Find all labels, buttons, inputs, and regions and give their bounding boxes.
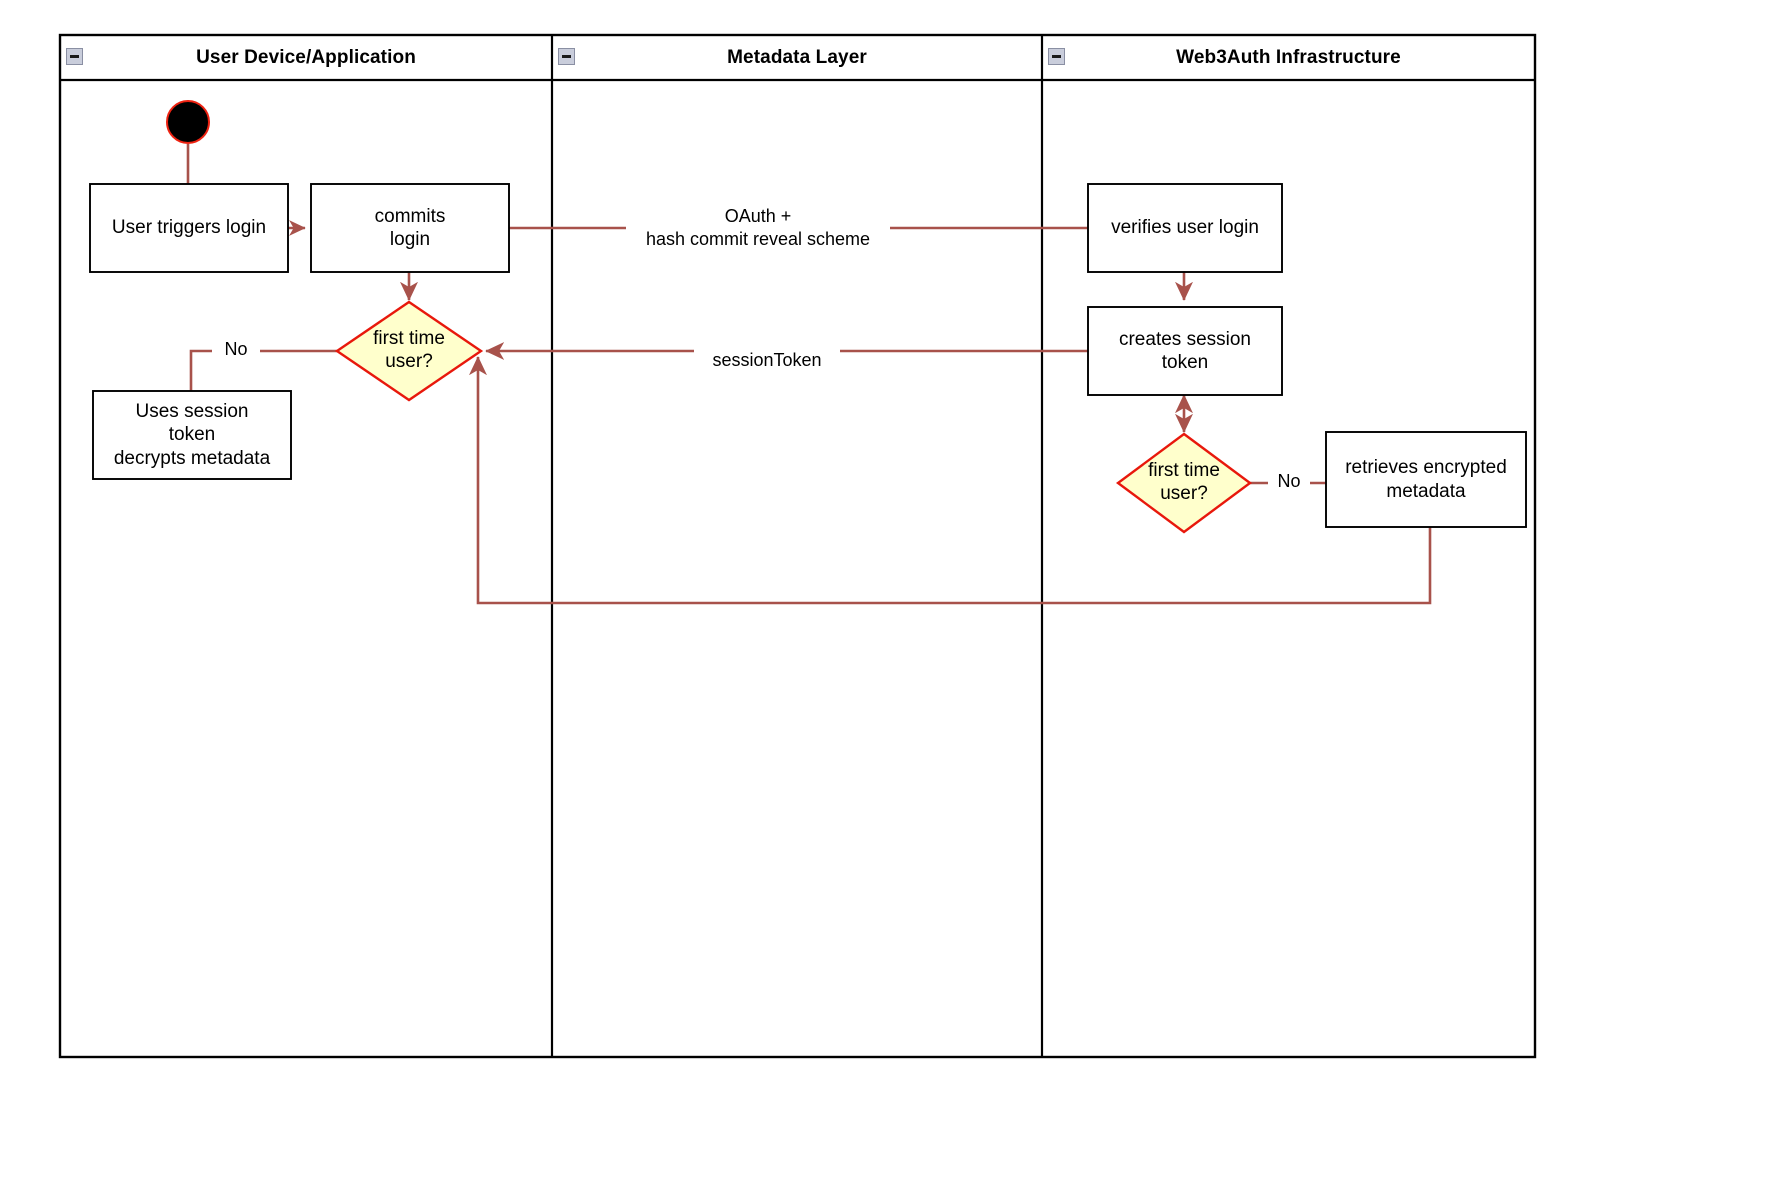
edge-decision-no-left — [189, 349, 345, 391]
decision-first-time-user-left[interactable]: first time user? — [337, 302, 481, 400]
activity-label: Uses session token decrypts metadata — [113, 401, 271, 469]
decision-label: first time user? — [1148, 460, 1220, 504]
activity-label: User triggers login — [111, 217, 267, 239]
minus-icon-lane-metadata[interactable] — [558, 48, 575, 65]
shape-uses-session-token — [92, 390, 292, 480]
activity-verifies-user-login[interactable]: verifies user login — [1088, 184, 1282, 272]
initial-node[interactable] — [166, 100, 210, 144]
shape-creates-session-token — [1087, 306, 1283, 396]
activity-uses-session-token[interactable]: Uses session token decrypts metadata — [93, 391, 291, 479]
shape-decision-first-time-user-left — [334, 300, 484, 402]
shape-user-triggers-login — [89, 183, 289, 273]
edge-retrieve-return — [468, 356, 1432, 605]
activity-label: retrieves encrypted metadata — [1345, 457, 1507, 502]
activity-retrieves-encrypted-metadata[interactable]: retrieves encrypted metadata — [1326, 432, 1526, 527]
activity-label: commits login — [374, 205, 446, 250]
node-shapes — [89, 183, 1527, 534]
connectors — [186, 144, 1432, 605]
activity-label: verifies user login — [1111, 217, 1259, 239]
minus-icon-lane-user-device[interactable] — [66, 48, 83, 65]
shape-commits-login — [310, 183, 510, 273]
activity-creates-session-token[interactable]: creates session token — [1088, 307, 1282, 395]
shape-decision-first-time-user-right — [1115, 432, 1253, 534]
activity-commits-login[interactable]: commits login — [311, 184, 509, 272]
decision-label: first time user? — [373, 328, 445, 372]
minus-icon-lane-web3auth[interactable] — [1048, 48, 1065, 65]
activity-user-triggers-login[interactable]: User triggers login — [90, 184, 288, 272]
shape-verifies-user-login — [1087, 183, 1283, 273]
decision-first-time-user-right[interactable]: first time user? — [1118, 434, 1250, 532]
shape-retrieves-encrypted-metadata — [1325, 431, 1527, 528]
activity-label: creates session token — [1118, 328, 1251, 373]
